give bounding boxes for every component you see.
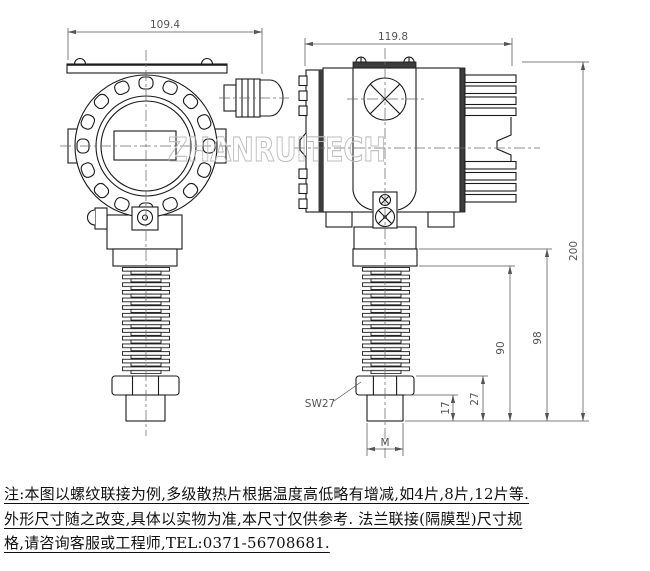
gland-dome-cap [259,79,284,117]
front-thread-stub [125,394,166,422]
dim-front-width: 109.4 [150,19,180,31]
lcd-display [113,130,177,161]
dim-hex-to-tip: 27 [469,392,481,405]
note-line-2: 外形尺寸随之改变,具体以实物为准,本尺寸仅供参考. 法兰联接(隔膜型)尺寸规 [4,509,523,528]
front-side-plug-dome [87,209,96,226]
side-top-plate [352,61,417,69]
side-radiator-fins [362,267,410,374]
dimension-labels: 109.4 119.8 17 27 90 98 200 SW27 M [150,19,580,449]
label-wrench-size: SW27 [305,398,335,410]
front-screw-bracket [131,206,159,231]
front-view-drawing [66,58,284,422]
dim-height-98: 98 [532,331,544,344]
notes-block: 注:本图以螺纹联接为例,多级散热片根据温度高低略有增减,如4片,8片,12片等.… [4,482,648,556]
front-plate-screw-right [200,58,214,65]
front-hex-nut [111,375,180,396]
dim-overall-height: 200 [568,241,580,261]
dim-thread-length: 17 [440,401,452,414]
front-bracket-screw [136,209,154,226]
centerlines [60,48,540,458]
dimension-lines [67,28,589,456]
note-line-1: 注:本图以螺纹联接为例,多级散热片根据温度高低略有增减,如4片,8片,12片等. [4,485,530,503]
dim-height-90: 90 [495,341,507,354]
label-thread-size: M [380,437,389,449]
side-shoulder-right [427,211,455,228]
front-side-plug [94,207,108,230]
side-display-cover [459,67,517,213]
front-plate-screw-left [73,58,87,65]
side-terminal-cover [298,69,324,213]
note-line-3: 格,请咨询客服或工程师,TEL:0371-56708681. [4,534,330,552]
side-view-drawing [298,56,517,422]
side-shoulder-left [325,211,353,228]
front-flange [112,248,178,267]
watermark: ZHANRUITECH [168,130,386,169]
dim-side-width: 119.8 [378,31,408,43]
